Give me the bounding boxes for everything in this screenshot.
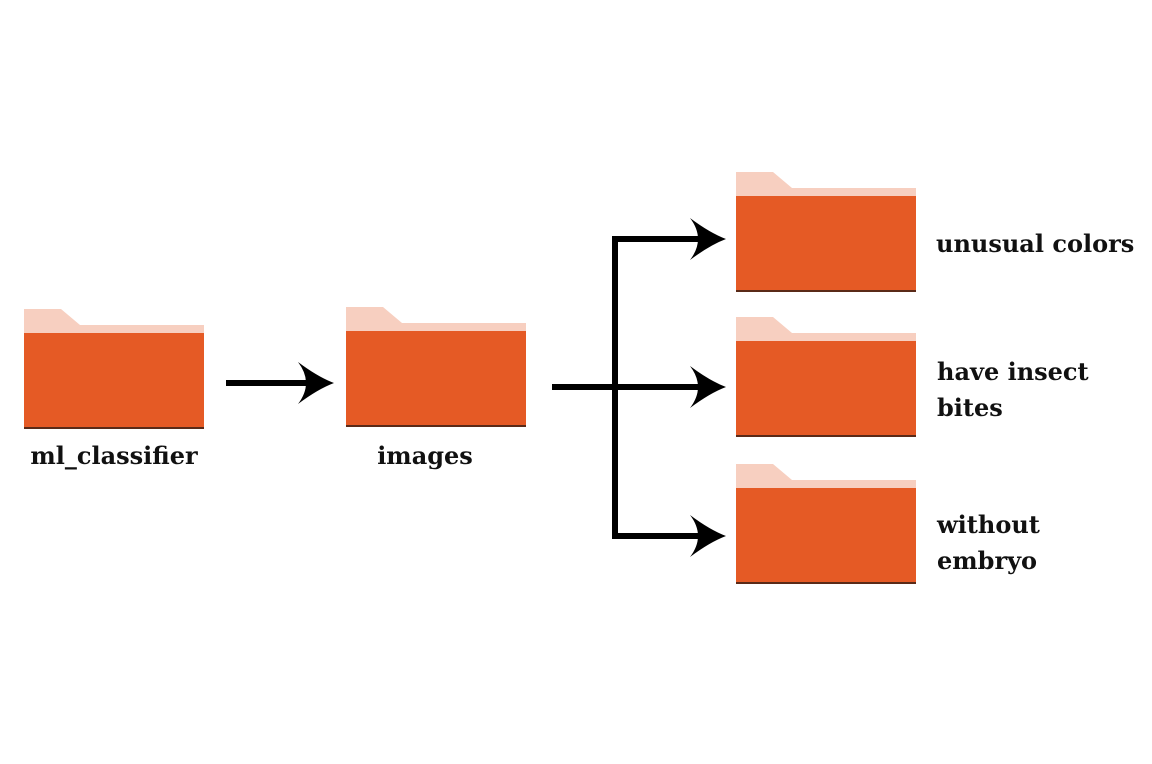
folder-without-embryo[interactable] xyxy=(735,464,917,586)
folder-label-insect-bites-line2: bites xyxy=(937,393,1003,422)
folder-icon xyxy=(736,172,916,292)
folder-ml-classifier[interactable] xyxy=(23,309,205,431)
folder-icon xyxy=(736,317,916,437)
folder-icon xyxy=(736,464,916,584)
folder-label-ml-classifier: ml_classifier xyxy=(30,441,198,470)
folder-icon xyxy=(346,307,526,427)
arrowhead-ml-to-images xyxy=(298,362,334,404)
folder-label-unusual-colors: unusual colors xyxy=(936,229,1135,258)
folder-label-without-embryo-line2: embryo xyxy=(937,546,1038,575)
folder-label-images: images xyxy=(377,441,473,470)
arrowhead-unusual-colors xyxy=(690,218,726,260)
arrowhead-without-embryo xyxy=(690,515,726,557)
folder-label-without-embryo-line1: without xyxy=(937,510,1040,539)
folder-icon xyxy=(24,309,204,429)
folder-images[interactable] xyxy=(345,307,527,429)
folder-unusual-colors[interactable] xyxy=(735,172,917,294)
folder-label-insect-bites-line1: have insect xyxy=(937,357,1089,386)
arrowhead-insect-bites xyxy=(690,366,726,408)
folder-insect-bites[interactable] xyxy=(735,317,917,439)
